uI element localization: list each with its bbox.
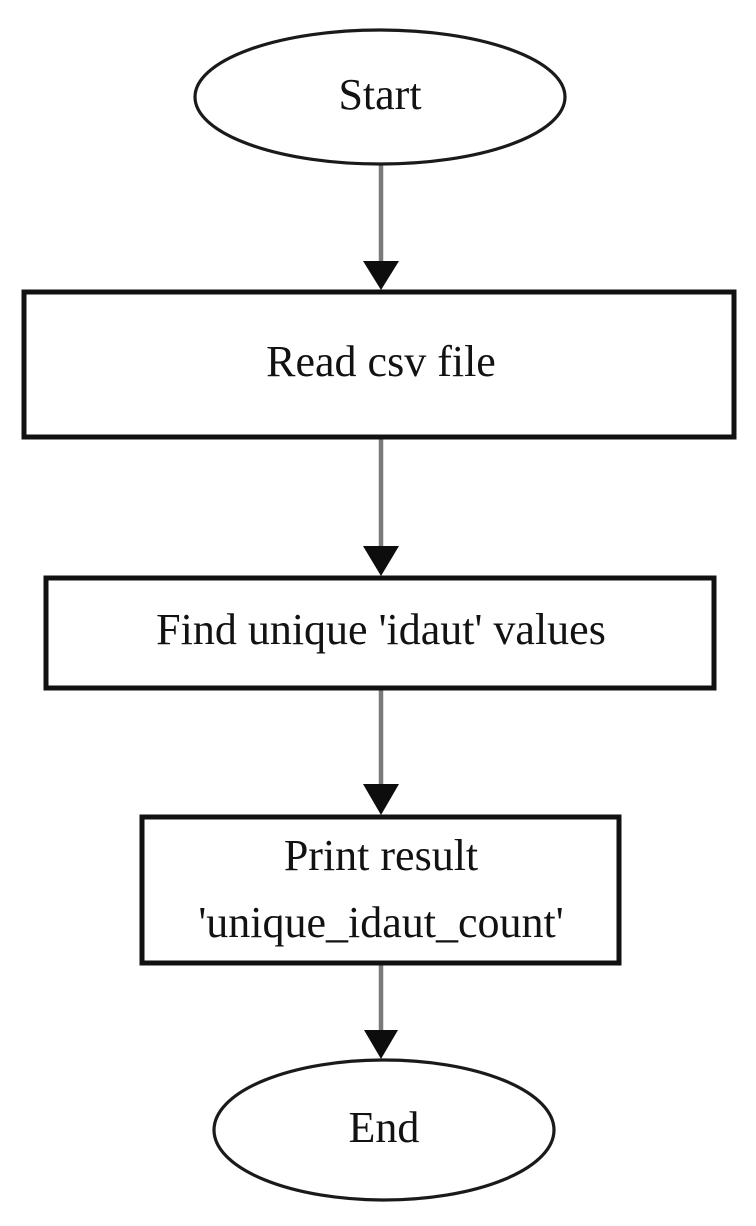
- arrowhead-icon: [363, 261, 399, 290]
- print-result-label-line-1: Print result: [284, 831, 478, 880]
- node-find-unique[interactable]: Find unique 'idaut' values: [43, 575, 717, 691]
- arrowhead-icon: [363, 546, 399, 576]
- start-ellipse-shape[interactable]: [193, 28, 567, 166]
- end-ellipse-shape[interactable]: [212, 1058, 556, 1202]
- connector-print-result-to-end: [364, 963, 398, 1059]
- node-end[interactable]: End: [212, 1058, 556, 1202]
- connector-start-to-read-csv: [363, 163, 399, 290]
- find-unique-box-shape[interactable]: [43, 575, 717, 691]
- node-start[interactable]: Start: [193, 28, 567, 166]
- connector-read-csv-to-find-unique: [363, 437, 399, 576]
- start-label: Start: [338, 70, 421, 119]
- node-read-csv[interactable]: Read csv file: [21, 289, 737, 440]
- read-csv-box-shape[interactable]: [21, 289, 737, 440]
- print-result-box-shape[interactable]: [139, 814, 622, 966]
- end-label: End: [349, 1103, 420, 1152]
- find-unique-label: Find unique 'idaut' values: [156, 605, 606, 654]
- arrowhead-icon: [363, 784, 399, 815]
- connector-find-unique-to-print-result: [363, 688, 399, 815]
- arrowhead-icon: [364, 1030, 398, 1059]
- read-csv-label: Read csv file: [266, 337, 496, 386]
- print-result-label-line-2: 'unique_idaut_count': [198, 898, 563, 947]
- node-print-result[interactable]: Print result 'unique_idaut_count': [139, 814, 622, 966]
